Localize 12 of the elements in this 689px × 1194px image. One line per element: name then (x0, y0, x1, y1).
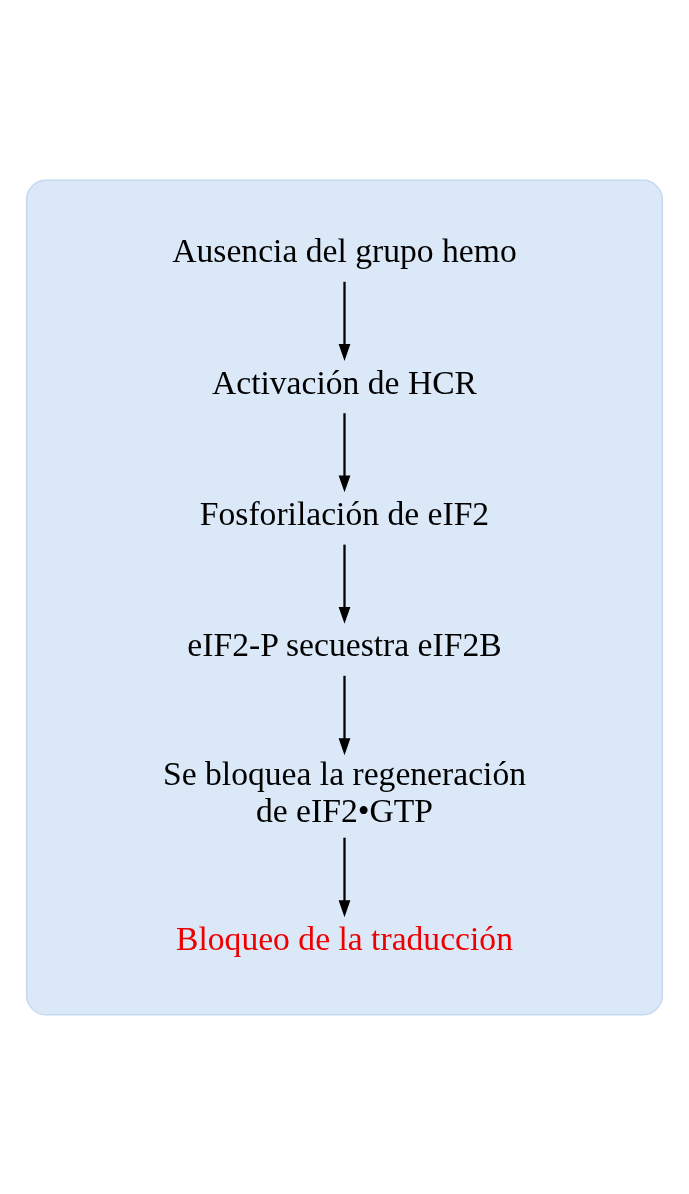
arrow (338, 675, 351, 755)
arrow (338, 837, 351, 917)
node-text: eIF2-P secuestra eIF2B (187, 625, 502, 663)
node-text: Bloqueo de la traducción (176, 919, 513, 957)
arrow (338, 412, 351, 492)
arrow (338, 544, 351, 624)
cluster (25, 179, 664, 1015)
node-text: Ausencia del grupo hemo (172, 231, 517, 269)
node-text: Activación de HCR (211, 363, 478, 401)
node-text: Fosforilación de eIF2 (199, 494, 490, 532)
node-text: Se bloquea la regeneración de eIF2•GTP (163, 754, 526, 829)
arrow (338, 281, 351, 361)
